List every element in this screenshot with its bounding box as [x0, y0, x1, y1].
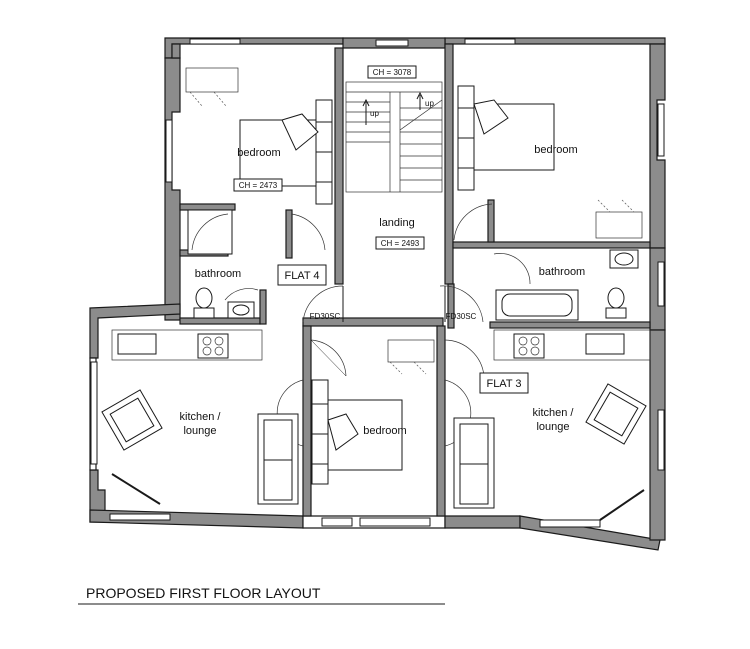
furniture: [101, 67, 651, 521]
external-walls: [89, 37, 666, 551]
fire-door-labels: FD30SC FD30SC: [310, 312, 477, 321]
windows: [90, 38, 665, 528]
ceiling-height-bedroom-nw: CH = 2473: [239, 181, 278, 190]
room-label-landing: landing: [379, 217, 414, 229]
stair-labels: up up: [370, 99, 434, 118]
drawing-title: PROPOSED FIRST FLOOR LAYOUT: [78, 585, 445, 605]
bed: [461, 103, 555, 171]
room-label-kitchen-w-2: lounge: [183, 425, 216, 437]
internal-walls: [179, 43, 651, 517]
ceiling-height-stair: CH = 3078: [373, 68, 412, 77]
room-labels: bedroom bedroom bedroom bathroom bathroo…: [180, 144, 586, 437]
flat-4-label: FLAT 4: [284, 270, 319, 282]
room-label-kitchen-e-2: lounge: [536, 421, 569, 433]
room-label-kitchen-w-1: kitchen /: [180, 411, 222, 423]
fire-door-left: FD30SC: [310, 312, 341, 321]
fire-door-right: FD30SC: [446, 312, 477, 321]
stair-up-left: up: [370, 109, 379, 118]
room-label-bedroom-s: bedroom: [363, 425, 406, 437]
ceiling-height-labels: CH = 3078 CH = 2473 CH = 2493: [233, 65, 425, 250]
room-label-bedroom-nw: bedroom: [237, 147, 280, 159]
stair-up-right: up: [425, 99, 434, 108]
flat-3-label: FLAT 3: [486, 378, 521, 390]
room-label-bathroom-e: bathroom: [539, 266, 585, 278]
flat-tags: FLAT 4 FLAT 3: [277, 264, 529, 394]
drawing-title-text: PROPOSED FIRST FLOOR LAYOUT: [86, 585, 321, 601]
room-label-bathroom-w: bathroom: [195, 268, 241, 280]
bed: [315, 399, 403, 471]
room-label-kitchen-e-1: kitchen /: [533, 407, 575, 419]
staircase: [345, 81, 443, 193]
room-label-bedroom-ne: bedroom: [534, 144, 577, 156]
ceiling-height-landing: CH = 2493: [381, 239, 420, 248]
